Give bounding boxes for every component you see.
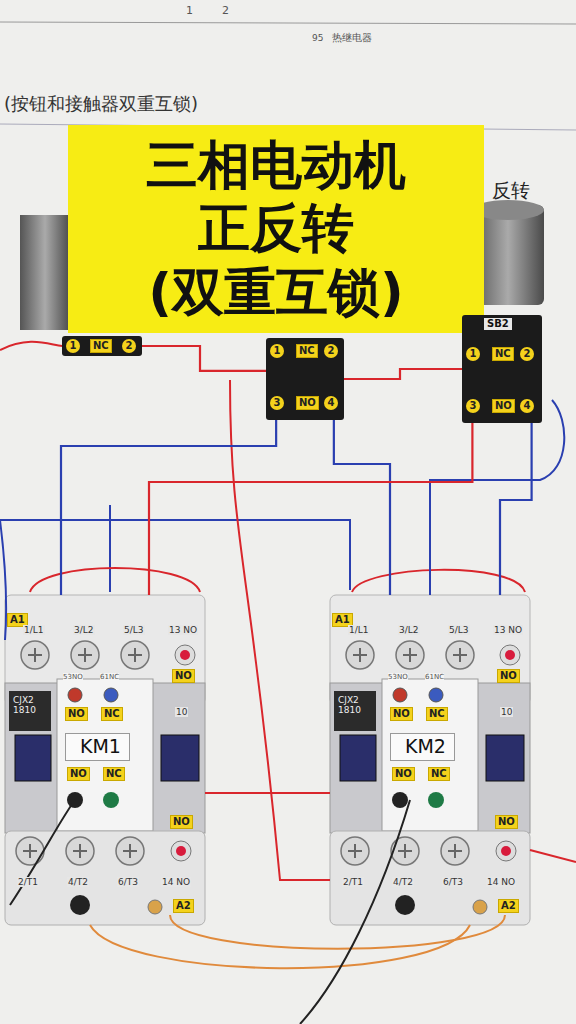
- terminal-label: 61NC: [425, 673, 444, 681]
- device-tag: SB2: [484, 318, 512, 330]
- reverse-button-contacts: SB2 1 NC 2 3 NO 4: [462, 315, 542, 423]
- device-tag: KM2: [390, 733, 455, 761]
- terminal-label: 6/T3: [442, 877, 464, 887]
- terminal-label: 3/L2: [73, 625, 95, 635]
- device-tag: KM1: [65, 733, 130, 761]
- terminal-tag: NO: [67, 767, 90, 781]
- annotation-label: 热继电器: [332, 31, 372, 45]
- terminal-tag: NC: [296, 344, 318, 358]
- annotation-label: 95: [312, 33, 323, 43]
- terminal-label: CJX2 1810: [336, 695, 370, 717]
- terminal-tag: NO: [492, 399, 515, 413]
- terminal-tag: NC: [492, 347, 514, 361]
- terminal-tag: 1: [466, 347, 480, 361]
- terminal-label: 53NO: [388, 673, 408, 681]
- contactor: A11/L13/L25/L313 NONO53NO61NCNONCCJX2 18…: [330, 595, 530, 925]
- terminal-label: 6/T3: [117, 877, 139, 887]
- terminal-label: 53NO: [63, 673, 83, 681]
- terminal-tag: 3: [466, 399, 480, 413]
- terminal-tag: NO: [172, 669, 195, 683]
- terminal-label: 14 NO: [161, 877, 191, 887]
- terminal-tag: NO: [65, 707, 88, 721]
- title: 三相电动机 正反转 (双重互锁): [76, 134, 476, 324]
- terminal-label: CJX2 1810: [11, 695, 45, 717]
- terminal-label: 1/L1: [23, 625, 45, 635]
- wire: [142, 346, 266, 371]
- terminal-tag: 1: [66, 339, 80, 353]
- terminal-label: 1/L1: [348, 625, 370, 635]
- wire: [334, 420, 390, 595]
- terminal-label: 5/L3: [123, 625, 145, 635]
- terminal-tag: NO: [392, 767, 415, 781]
- terminal-tag: NO: [497, 669, 520, 683]
- terminal-label: 10: [175, 707, 188, 717]
- terminal-label: 10: [500, 707, 513, 717]
- terminal-tag: NO: [390, 707, 413, 721]
- terminal-label: 13 NO: [168, 625, 198, 635]
- terminal-tag: NC: [101, 707, 123, 721]
- terminal-label: 2/T1: [17, 877, 39, 887]
- terminal-label: 61NC: [100, 673, 119, 681]
- terminal-label: 13 NO: [493, 625, 523, 635]
- terminal-tag: NO: [296, 396, 319, 410]
- terminal-tag: 4: [520, 399, 534, 413]
- terminal-tag: A2: [173, 899, 194, 913]
- terminal-tag: 2: [122, 339, 136, 353]
- annotation-label: 反转: [492, 178, 530, 204]
- wire: [205, 792, 330, 794]
- terminal-tag: NC: [428, 767, 450, 781]
- forward-button-contacts: 1 NC 2 3 NO 4: [266, 338, 344, 420]
- terminal-label: 5/L3: [448, 625, 470, 635]
- terminal-label: 4/T2: [392, 877, 414, 887]
- annotation-label: 1: [186, 4, 193, 17]
- terminal-label: 14 NO: [486, 877, 516, 887]
- wire: [61, 420, 276, 595]
- title-banner: 三相电动机 正反转 (双重互锁): [68, 125, 484, 333]
- terminal-label: 3/L2: [398, 625, 420, 635]
- terminal-tag: NO: [170, 815, 193, 829]
- terminal-tag: 2: [520, 347, 534, 361]
- annotation-label: 2: [222, 4, 229, 17]
- terminal-label: 2/T1: [342, 877, 364, 887]
- stop-button-contacts: 1 NC 2: [62, 336, 142, 356]
- terminal-tag: 4: [324, 396, 338, 410]
- terminal-tag: 3: [270, 396, 284, 410]
- terminal-tag: NC: [103, 767, 125, 781]
- annotation-label: (按钮和接触器双重互锁): [4, 92, 198, 116]
- wire: [500, 423, 532, 595]
- terminal-tag: 2: [324, 344, 338, 358]
- terminal-tag: A2: [498, 899, 519, 913]
- terminal-label: 4/T2: [67, 877, 89, 887]
- terminal-tag: NC: [90, 339, 112, 353]
- terminal-tag: NC: [426, 707, 448, 721]
- terminal-tag: NO: [495, 815, 518, 829]
- wire: [149, 423, 472, 595]
- contactor: A11/L13/L25/L313 NONO53NO61NCNONCCJX2 18…: [5, 595, 205, 925]
- wire: [344, 369, 462, 379]
- terminal-tag: 1: [270, 344, 284, 358]
